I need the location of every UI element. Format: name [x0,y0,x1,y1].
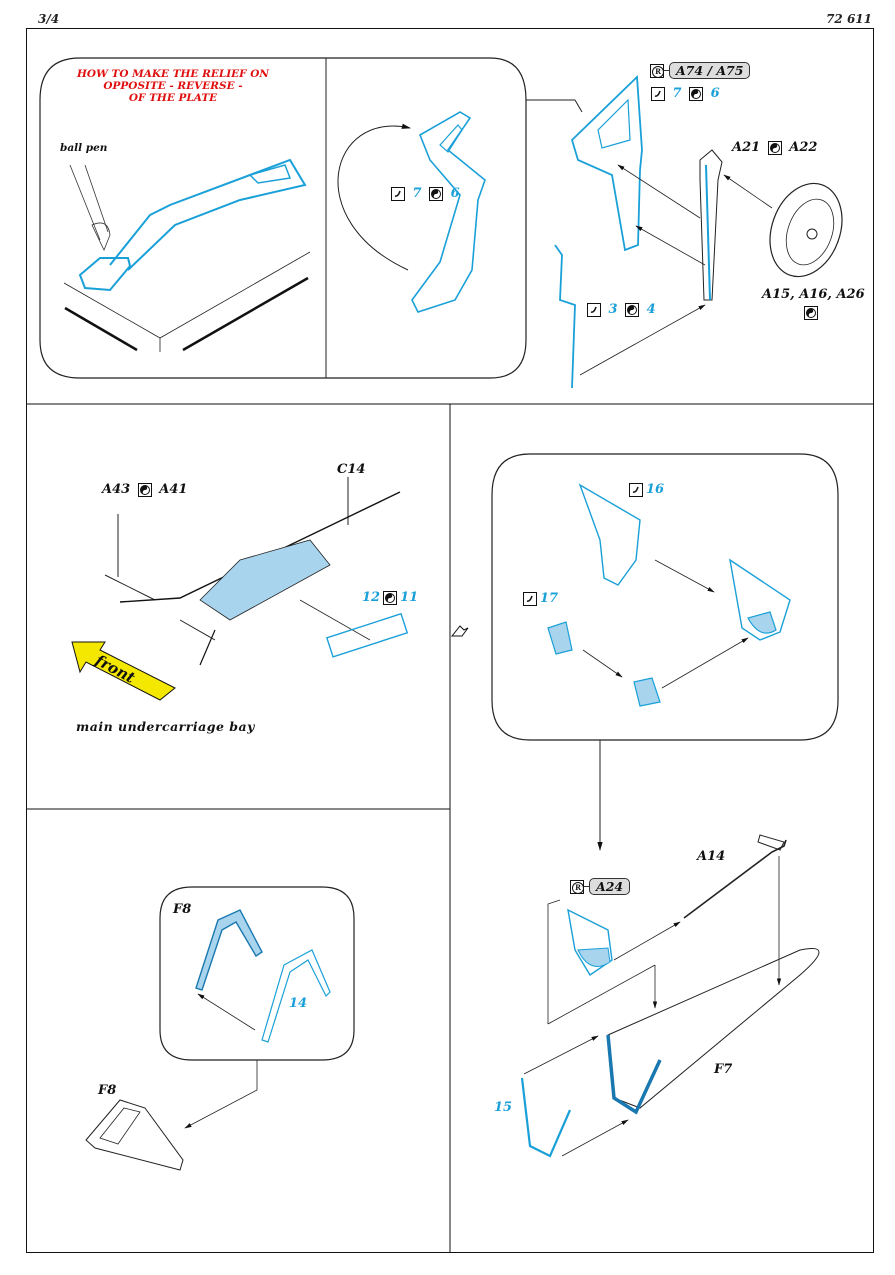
wheel [769,182,843,278]
instruction-line-1: HOW TO MAKE THE RELIEF ON [77,68,269,80]
replace-part-number: A24 [589,878,631,895]
part-11: 11 [400,590,419,605]
bend-icon [587,302,601,317]
relief-part-number: 6 [710,86,720,101]
part-17-callout: 17 [520,591,558,606]
relief-part-number: 6 [450,186,460,201]
frame-parts-illustration [85,909,331,1171]
panel1-box [39,57,527,379]
relief-part-number: 4 [646,302,656,317]
part-14-label: 14 [289,996,308,1011]
bend-relief-callout-2: 7 6 [648,86,720,101]
part-16-callout: 16 [626,482,664,497]
wheel-relief-callout [801,305,821,320]
relief-yin-yang-icon [689,86,704,101]
rod-callout: 3 4 [584,302,656,317]
relief-yin-yang-icon [804,305,818,320]
relief-yin-yang-icon [137,482,152,497]
replace-r-icon: R [650,63,664,78]
door-parts-illustration [547,483,791,707]
part-a41: A41 [159,482,188,497]
part-a22: A22 [789,140,818,155]
bend-icon [523,591,537,606]
relief-yin-yang-icon [625,302,640,317]
strip-callout: 12 11 [362,590,418,605]
replace-callout-a74: R A74 / A75 [650,62,751,79]
f8-top-label: F8 [173,902,192,917]
bend-part-number: 3 [608,302,618,317]
bend-relief-callout-1: 7 6 [388,186,460,201]
instruction-line-3: OF THE PLATE [128,92,218,104]
relief-instruction: HOW TO MAKE THE RELIEF ON OPPOSITE - REV… [63,68,283,104]
page-number: 3/4 [38,12,60,26]
undercarriage-caption: main undercarriage bay [76,719,255,734]
kit-code: 72 611 [826,12,872,26]
replace-callout-a24: R A24 [570,878,631,895]
relief-yin-yang-icon [429,186,444,201]
a43-a41-callout: A43 A41 [102,482,187,497]
cursor-icon [450,625,469,637]
instruction-line-2: OPPOSITE - REVERSE - [103,80,243,92]
part-a21: A21 [732,140,761,155]
bend-part-number: 7 [672,86,682,101]
relief-yin-yang-icon [767,140,782,155]
part-12: 12 [362,590,381,605]
part-16: 16 [646,482,665,497]
f8-bottom-label: F8 [98,1083,117,1098]
a14-label: A14 [697,849,726,864]
part-15-label: 15 [494,1100,513,1115]
panel4-box [491,453,839,741]
bend-icon [391,186,405,201]
bend-icon [629,482,643,497]
door-assembly-illustration [520,834,820,1158]
part-a43: A43 [102,482,131,497]
plate-illustration [63,158,311,352]
c14-label: C14 [337,462,366,477]
front-arrow [71,641,176,701]
f7-label: F7 [714,1062,733,1077]
panel5-box [159,886,355,1061]
ball-pen-label: ball pen [60,142,108,154]
replace-part-numbers: A74 / A75 [669,62,751,79]
replace-r-icon: R [570,879,584,894]
landing-gear-illustration [554,75,843,389]
part-17: 17 [540,591,559,606]
wheel-parts-label: A15, A16, A26 [762,287,865,302]
wing-bay-illustration [71,477,409,701]
bent-part-illustration [337,111,486,313]
bend-icon [651,86,665,101]
bend-part-number: 7 [412,186,422,201]
relief-yin-yang-icon [383,590,398,605]
strut-callout: A21 A22 [732,140,817,155]
